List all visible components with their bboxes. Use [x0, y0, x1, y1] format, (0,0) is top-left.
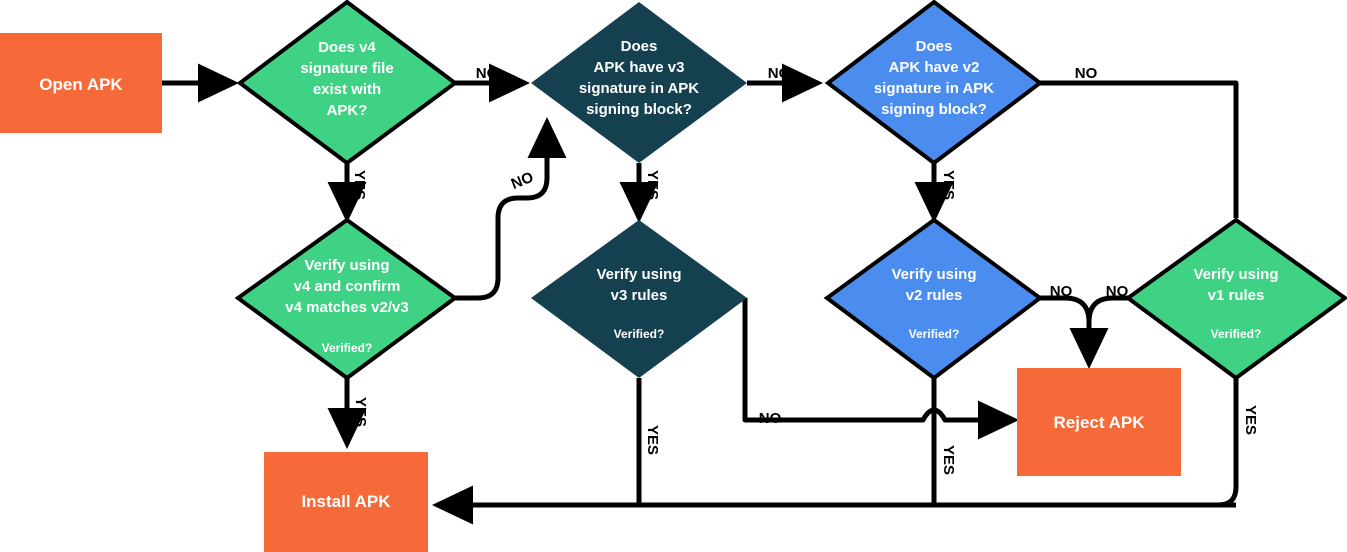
- decision-v4-line-2: signature file: [300, 60, 393, 77]
- open-apk-box[interactable]: [0, 33, 162, 133]
- decision-v4-line-1: Does v4: [318, 39, 376, 56]
- decision-v2-line-1: Does: [916, 38, 953, 55]
- decision-v2-line-4: signing block?: [881, 101, 987, 118]
- edge-label-verifyv3-yes: YES: [644, 425, 661, 455]
- node-install-apk[interactable]: Install APK: [264, 452, 428, 552]
- node-reject-apk[interactable]: Reject APK: [1017, 368, 1181, 476]
- install-apk-box[interactable]: [264, 452, 428, 552]
- node-decision-v3[interactable]: Does APK have v3 signature in APK signin…: [531, 2, 747, 163]
- node-verify-v2[interactable]: Verify using v2 rules Verified?: [823, 217, 1044, 381]
- edge-verifyv3-no-to-reject: [742, 298, 920, 423]
- edge-line-jump-hop: [920, 407, 1014, 423]
- decision-v2-line-3: signature in APK: [874, 80, 994, 97]
- edge-label-v4-yes: YES: [351, 170, 368, 200]
- decision-v4-line-4: APK?: [327, 102, 368, 119]
- node-verify-v1[interactable]: Verify using v1 rules Verified?: [1124, 217, 1347, 381]
- install-apk-label: Install APK: [301, 492, 391, 511]
- edge-label-verifyv2-yes: YES: [940, 445, 957, 475]
- edge-label-v3-no: NO: [768, 65, 791, 82]
- verify-v4-sub: Verified?: [322, 341, 373, 355]
- verify-v2-line-1: Verify using: [891, 266, 976, 283]
- decision-v4-diamond[interactable]: [236, 0, 459, 166]
- edge-label-verifyv2-no: NO: [1050, 283, 1073, 300]
- reject-apk-label: Reject APK: [1053, 413, 1145, 432]
- decision-v2-line-2: APK have v2: [889, 59, 980, 76]
- node-decision-v4[interactable]: Does v4 signature file exist with APK?: [236, 0, 459, 166]
- verify-v2-sub: Verified?: [909, 327, 960, 341]
- edge-verifyv4-no-to-v3: [455, 116, 567, 301]
- node-verify-v4[interactable]: Verify using v4 and confirm v4 matches v…: [234, 217, 459, 381]
- edge-label-layer: NO YES NO YES NO YES YES NO NO YES NO YE…: [351, 65, 1259, 475]
- verify-v2-line-2: v2 rules: [906, 287, 963, 304]
- edge-verifyv2-no-to-reject: [1040, 295, 1092, 340]
- decision-v3-line-4: signing block?: [586, 101, 692, 118]
- verify-v1-diamond[interactable]: [1124, 217, 1347, 381]
- edge-v2-no-to-v1: [1040, 80, 1239, 218]
- node-decision-v2[interactable]: Does APK have v2 signature in APK signin…: [824, 0, 1044, 166]
- edge-label-v3-yes: YES: [644, 170, 661, 200]
- verify-v1-sub: Verified?: [1211, 327, 1262, 341]
- edge-label-verifyv4-no: NO: [509, 169, 537, 193]
- verify-v4-line-3: v4 matches v2/v3: [285, 299, 408, 316]
- verify-v3-diamond[interactable]: [531, 220, 747, 378]
- open-apk-label: Open APK: [39, 75, 123, 94]
- verify-v4-diamond[interactable]: [234, 217, 459, 381]
- edge-label-v2-no: NO: [1075, 65, 1098, 82]
- decision-v4-line-3: exist with: [313, 81, 381, 98]
- edge-verifyv1-no-to-reject: [1086, 295, 1128, 340]
- edge-layer: [162, 63, 1239, 525]
- decision-v3-line-2: APK have v3: [594, 59, 685, 76]
- node-open-apk[interactable]: Open APK: [0, 33, 162, 133]
- decision-v3-line-3: signature in APK: [579, 80, 699, 97]
- reject-apk-box[interactable]: [1017, 368, 1181, 476]
- verify-v3-line-2: v3 rules: [611, 287, 668, 304]
- verify-v3-sub: Verified?: [614, 327, 665, 341]
- edge-label-v2-yes: YES: [940, 170, 957, 200]
- verify-v4-line-2: v4 and confirm: [294, 278, 401, 295]
- edge-label-v4-no: NO: [476, 65, 499, 82]
- edge-label-verifyv4-yes: YES: [352, 397, 369, 427]
- edge-label-verifyv1-no: NO: [1106, 283, 1129, 300]
- verify-v3-line-1: Verify using: [596, 266, 681, 283]
- node-verify-v3[interactable]: Verify using v3 rules Verified?: [531, 220, 747, 378]
- verify-v1-line-1: Verify using: [1193, 266, 1278, 283]
- verify-v1-line-2: v1 rules: [1208, 287, 1265, 304]
- verify-v2-diamond[interactable]: [823, 217, 1044, 381]
- decision-v2-diamond[interactable]: [824, 0, 1044, 166]
- decision-v3-diamond[interactable]: [531, 2, 747, 163]
- decision-v3-line-1: Does: [621, 38, 658, 55]
- edge-label-verifyv3-no: NO: [759, 410, 782, 427]
- verify-v4-line-1: Verify using: [304, 257, 389, 274]
- edge-label-verifyv1-yes: YES: [1242, 405, 1259, 435]
